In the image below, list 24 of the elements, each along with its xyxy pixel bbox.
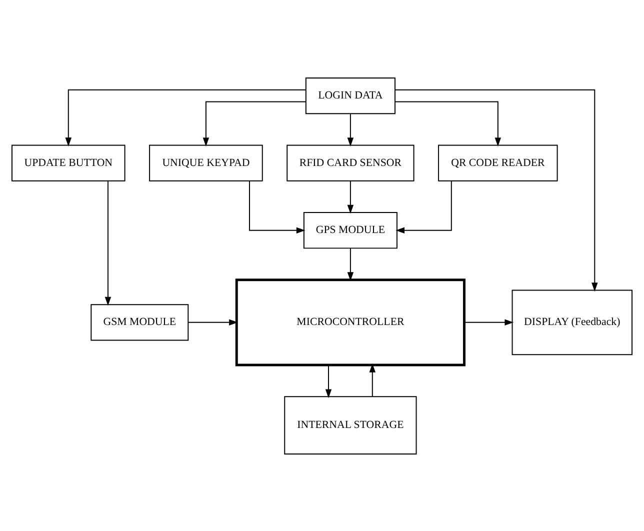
node-box: GPS MODULE [303,212,398,248]
arrow [347,248,354,280]
arrow [347,180,354,214]
node-box: LOGIN DATA [305,76,396,114]
node-box: INTERNAL STORAGE [284,396,417,454]
arrow [396,180,452,233]
arrow [104,180,112,306]
arrow [464,318,514,326]
node-box: UPDATE BUTTON [11,144,126,181]
arrow [325,364,332,398]
arrow [188,318,238,326]
node-box: DISPLAY (Feedback) [512,289,633,355]
arrow [65,88,306,146]
node-box: QR CODE READER [438,144,558,181]
arrow [394,100,502,146]
arrow [369,362,376,396]
node-box: UNIQUE KEYPAD [149,144,263,181]
arrow [347,112,354,146]
arrow [249,180,306,233]
node-box: MICROCONTROLLER [235,278,466,366]
arrow [202,100,306,146]
node-box: RFID CARD SENSOR [286,144,414,181]
arrow [394,88,598,292]
node-box: GSM MODULE [90,304,189,340]
